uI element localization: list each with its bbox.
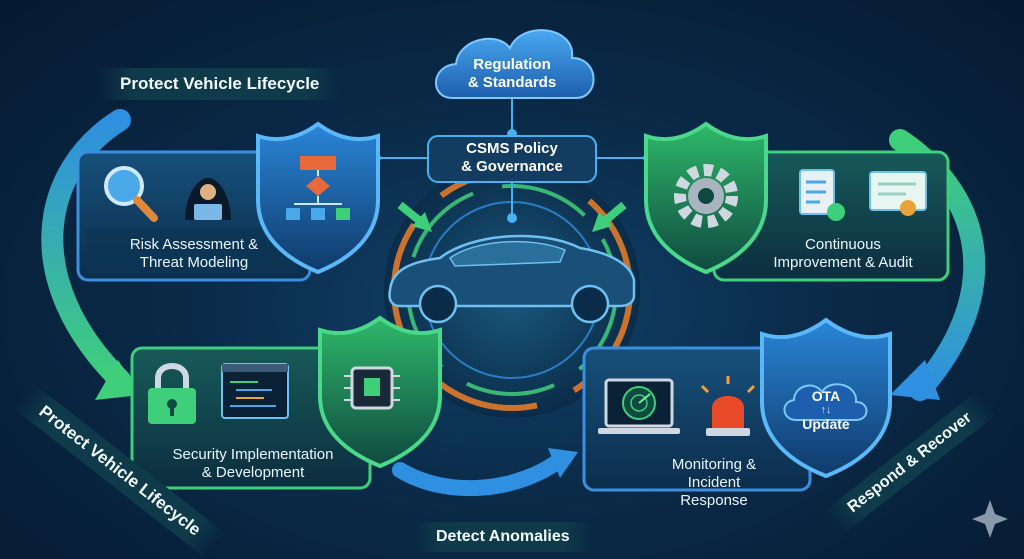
hacker-icon: [185, 178, 231, 220]
alarm-siren-icon: [700, 376, 756, 436]
checklist-icon: [799, 169, 845, 221]
ota-arrows-icon: ↑↓: [820, 404, 832, 416]
panel-monitoring: [582, 346, 812, 492]
code-editor-icon: [221, 363, 289, 419]
panel-risk-assessment: [76, 150, 312, 282]
monitor-label: Monitoring & Incident Response: [654, 456, 774, 510]
risk-line1: Risk Assessment &: [129, 236, 259, 253]
security-line2: & Development: [201, 464, 305, 481]
improve-label: Continuous Improvement & Audit: [748, 236, 938, 272]
sparkle-icon: [972, 500, 1008, 538]
magnifier-icon: [104, 166, 158, 222]
ota-label: OTA ↑↓ Update: [794, 388, 858, 432]
laptop-radar-icon: [598, 378, 680, 434]
security-label: Security Implementation & Development: [140, 446, 366, 482]
regulation-line1: Regulation: [473, 56, 551, 73]
car-icon: [388, 234, 636, 324]
regulation-line2: & Standards: [467, 74, 557, 91]
security-line1: Security Implementation: [172, 446, 334, 463]
regulation-cloud-label: Regulation & Standards: [450, 56, 574, 92]
certificate-icon: [869, 171, 927, 216]
improve-line2: Improvement & Audit: [773, 254, 913, 271]
improve-line1: Continuous: [805, 236, 881, 253]
inner-arrows: [397, 201, 627, 232]
banner-bottom: Detect Anomalies: [414, 522, 592, 552]
shield-ota: [760, 317, 892, 479]
monitor-line3: Response: [680, 492, 748, 509]
policy-label: CSMS Policy & Governance: [428, 140, 596, 176]
regulation-cloud: [435, 29, 595, 99]
bottom-cycle-arrow: [392, 448, 578, 497]
monitor-line2: Incident: [687, 474, 741, 491]
shield-gear: [644, 121, 768, 275]
ota-line2: Update: [802, 416, 850, 432]
banner-top-left: Protect Vehicle Lifecycle: [98, 68, 342, 100]
padlock-icon: [148, 363, 196, 424]
left-cycle-arrow: [41, 109, 140, 400]
policy-line2: & Governance: [461, 158, 563, 175]
monitor-line1: Monitoring &: [671, 456, 757, 473]
policy-line1: CSMS Policy: [466, 140, 558, 157]
risk-label: Risk Assessment & Threat Modeling: [96, 236, 292, 272]
flowchart-icon: [286, 156, 350, 220]
gear-icon: [674, 164, 738, 228]
risk-line2: Threat Modeling: [139, 254, 249, 271]
shield-flowchart: [256, 121, 380, 275]
panel-continuous-improvement: [712, 150, 950, 282]
ota-line1: OTA: [811, 388, 841, 404]
policy-box: [427, 135, 597, 183]
chip-icon: [344, 366, 400, 410]
shield-chip: [318, 315, 442, 469]
